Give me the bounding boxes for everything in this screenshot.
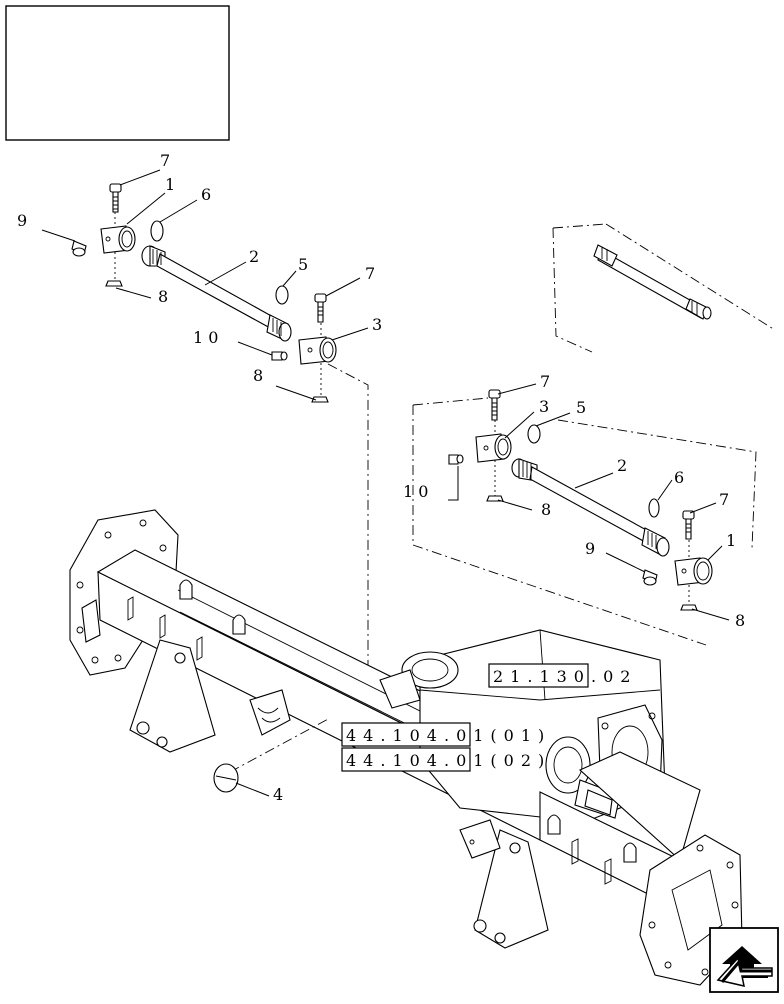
o-ring: [275, 285, 289, 305]
reference-21-130-02[interactable]: 21.130.02: [488, 663, 637, 688]
callout-10: 1 0: [193, 328, 218, 347]
bolt: [314, 293, 327, 323]
callout-7: 7: [719, 490, 729, 509]
callout-3: 3: [372, 315, 382, 334]
nut: [680, 604, 698, 611]
callout-3: 3: [539, 397, 549, 416]
callout-8: 8: [735, 611, 745, 630]
callout-1: 1: [726, 531, 736, 550]
svg-text:44.104.01(02): 44.104.01(02): [346, 751, 551, 770]
plug: [448, 454, 464, 465]
nut: [311, 396, 329, 403]
callout-5: 5: [576, 398, 586, 417]
coupler: [100, 225, 136, 254]
grease-fitting: [642, 569, 658, 586]
axle-frame: [69, 509, 743, 986]
upper-left-assembly: [71, 183, 337, 403]
bolt: [682, 510, 695, 540]
nut: [105, 280, 123, 287]
plug: [271, 351, 288, 361]
leader-lines: [41, 169, 730, 797]
o-ring: [150, 220, 164, 242]
bolt: [109, 183, 122, 213]
callout-7: 7: [365, 264, 375, 283]
svg-text:21.130.02: 21.130.02: [493, 667, 637, 686]
callout-7: 7: [160, 151, 170, 170]
callout-2: 2: [617, 456, 627, 475]
reference-44-104-01-01[interactable]: 44.104.01(01): [341, 722, 551, 747]
o-ring: [527, 424, 541, 444]
callout-7: 7: [540, 372, 550, 391]
title-block: [5, 5, 230, 141]
svg-text:44.104.01(01): 44.104.01(01): [346, 726, 551, 745]
callout-6: 6: [201, 185, 211, 204]
callout-9: 9: [585, 539, 595, 558]
callout-8: 8: [253, 366, 263, 385]
grease-fitting: [71, 240, 87, 257]
coupler: [298, 336, 337, 365]
callout-2: 2: [249, 247, 259, 266]
callout-6: 6: [674, 468, 684, 487]
callout-5: 5: [298, 255, 308, 274]
back-arrow-icon[interactable]: [709, 927, 779, 993]
o-ring: [648, 498, 660, 518]
shaft-subview: [552, 223, 776, 353]
callout-8: 8: [158, 287, 168, 306]
coupler: [674, 557, 713, 586]
drive-shaft: [511, 458, 670, 557]
callout-8: 8: [541, 500, 551, 519]
drive-shaft: [141, 245, 292, 342]
right-assembly: [412, 389, 757, 646]
callout-10: 1 0: [403, 482, 428, 501]
coupler: [475, 433, 512, 463]
reference-44-104-01-02[interactable]: 44.104.01(02): [341, 747, 551, 772]
callout-4: 4: [273, 785, 283, 804]
callout-1: 1: [165, 175, 175, 194]
bolt: [488, 389, 501, 421]
callout-9: 9: [17, 211, 27, 230]
